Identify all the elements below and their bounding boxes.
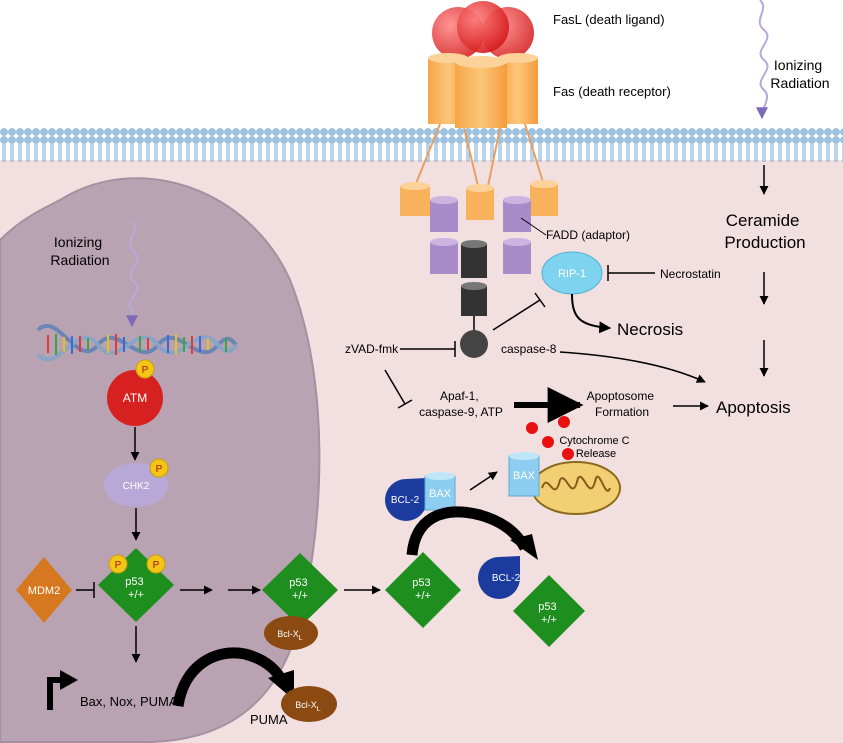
ceramide-line-2: Production: [724, 233, 805, 252]
atm-phospho-label: P: [142, 365, 149, 376]
apoptosome-line-2: Formation: [595, 405, 649, 419]
apaf-line-2: caspase-9, ATP: [419, 405, 503, 419]
apoptosome-label: Apoptosome Formation: [587, 389, 658, 419]
bax-complex-label: BAX: [429, 488, 452, 500]
fas-label: Fas (death receptor): [553, 84, 671, 99]
atm-label: ATM: [123, 391, 147, 405]
chk2-phospho-label: P: [156, 464, 163, 475]
bclxl-bound-sub: L: [299, 635, 303, 642]
p53-free: [385, 552, 461, 628]
p53-mito-line-1: p53: [538, 601, 556, 613]
p53-mito-label: p53 +/+: [538, 601, 559, 626]
puma-release-arrow: [172, 647, 289, 708]
rip1-label: RIP-1: [558, 268, 586, 280]
bclxl-bound: [264, 616, 318, 650]
necrostatin-label: Necrostatin: [660, 267, 721, 281]
ionizing-nucleus-label: Ionizing Radiation: [50, 234, 109, 268]
mdm2-node: [16, 557, 72, 623]
dna-helix: [36, 323, 238, 362]
bclxl-free-label: Bcl-XL: [295, 700, 321, 713]
p53-cytoplasm-line-1: p53: [289, 577, 307, 589]
p53-cytoplasm: [262, 553, 338, 627]
p53-cytoplasm-line-2: +/+: [292, 590, 308, 602]
plasma-membrane: [0, 128, 843, 162]
radiation-wave-top: [756, 0, 769, 120]
ionizing-top-line-2: Radiation: [770, 75, 829, 91]
caspase8-rip1-inhibit: [492, 299, 541, 331]
p53-mito-line-2: +/+: [541, 614, 557, 626]
apoptosome-line-1: Apoptosome: [587, 389, 655, 403]
caspase8-apoptosis-arrow: [559, 351, 706, 383]
p53-nucleus-label: p53 +/+: [125, 576, 146, 601]
ionizing-top-line-1: Ionizing: [774, 57, 822, 73]
bclxl-bound-name: Bcl-X: [277, 629, 299, 639]
p53-phospho-right-label: P: [153, 560, 160, 571]
p53-mito: [513, 575, 585, 647]
apaf-label: Apaf-1, caspase-9, ATP: [419, 389, 503, 419]
displace-bcl2-arrow: [406, 506, 530, 556]
fasl-ligand: [432, 1, 534, 59]
p53-free-line-1: p53: [412, 577, 430, 589]
cytochrome-line-2: Release: [576, 448, 616, 460]
p53-free-label: p53 +/+: [412, 577, 433, 602]
bcl2-complex: [385, 478, 427, 521]
ceramide-label: Ceramide Production: [724, 211, 805, 252]
ionizing-nucleus-line-1: Ionizing: [54, 234, 102, 250]
chk2-label: CHK2: [123, 481, 150, 492]
bcl2-free: [478, 556, 520, 599]
fas-transmembrane: [414, 123, 544, 187]
necrosis-label: Necrosis: [617, 320, 683, 339]
bax-mito-label: BAX: [513, 470, 536, 482]
bclxl-free-sub: L: [317, 706, 321, 713]
bclxl-free: [281, 686, 337, 722]
bax-mito: [508, 452, 540, 497]
ceramide-line-1: Ceramide: [726, 211, 800, 230]
rip1-necrosis-arrow: [571, 293, 612, 334]
chk2-phospho: [149, 458, 169, 478]
mitochondrion: [531, 461, 621, 515]
p53-free-line-2: +/+: [415, 590, 431, 602]
target-genes-label: Bax, Nox, PUMA: [80, 694, 178, 709]
caspase-8-complex: [460, 240, 488, 358]
p53-cytoplasm-label: p53 +/+: [289, 577, 310, 602]
apoptosis-label: Apoptosis: [716, 398, 791, 417]
bcl2-free-label: BCL-2: [492, 573, 521, 584]
p53-nucleus-line-1: p53: [125, 576, 143, 588]
cytochrome-c-molecules: [526, 416, 574, 460]
bclxl-free-name: Bcl-X: [295, 700, 317, 710]
atm-phospho: [135, 359, 155, 379]
bax-translocate-arrow: [469, 471, 498, 491]
ionizing-nucleus-line-2: Radiation: [50, 252, 109, 268]
fasl-label: FasL (death ligand): [553, 12, 665, 27]
p53-phospho-left: [108, 554, 128, 574]
fadd-adaptor: [430, 196, 531, 274]
displace-bcl2-arrowhead: [510, 534, 538, 560]
mdm2-label: MDM2: [28, 585, 60, 597]
fadd-pointer: [520, 217, 547, 236]
p53-phospho-right: [146, 554, 166, 574]
cytochrome-line-1: Cytochrome C: [559, 435, 629, 447]
puma-label: PUMA: [250, 712, 288, 727]
bax-complex: [424, 472, 456, 511]
p53-nucleus-line-2: +/+: [128, 589, 144, 601]
radiation-wave-nucleus: [126, 221, 139, 328]
transcription-start-arrow: [47, 677, 63, 710]
ionizing-top-label: Ionizing Radiation: [770, 57, 829, 91]
bclxl-bound-label: Bcl-XL: [277, 629, 303, 642]
zvad-inhibit-apaf: [384, 369, 406, 405]
cytochrome-label: Cytochrome C Release: [559, 435, 632, 460]
atm-node: [107, 370, 163, 426]
p53-phospho-left-label: P: [115, 560, 122, 571]
bcl2-complex-label: BCL-2: [391, 495, 420, 506]
fas-death-domains: [400, 180, 558, 220]
fadd-label: FADD (adaptor): [546, 228, 630, 242]
fas-receptor: [428, 53, 538, 128]
zvad-label: zVAD-fmk: [345, 342, 399, 356]
apaf-line-1: Apaf-1,: [440, 389, 479, 403]
caspase8-label: caspase-8: [501, 342, 557, 356]
